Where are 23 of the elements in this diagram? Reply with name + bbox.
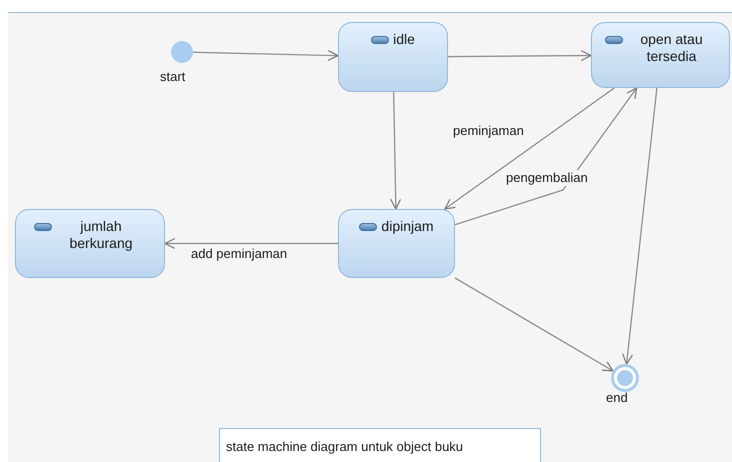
- state-name: open atau tersedia: [639, 31, 704, 65]
- state-box: [338, 22, 448, 92]
- state-name: dipinjam: [381, 218, 434, 235]
- transition-arrow: [164, 238, 338, 250]
- edge-label: pengembalian: [505, 170, 589, 186]
- transition-arrow: [448, 50, 592, 62]
- state-name: end: [606, 390, 628, 406]
- transition-arrow: [622, 88, 658, 365]
- state-name: idle: [393, 31, 415, 48]
- final-state: [614, 367, 636, 389]
- edge-label: peminjaman: [452, 123, 525, 139]
- state-name: start: [160, 69, 186, 85]
- transition-arrow: [454, 277, 614, 372]
- transition-arrow: [192, 50, 339, 62]
- edge-label: add peminjaman: [190, 246, 288, 262]
- state-box: [15, 209, 165, 278]
- transition-arrow: [444, 88, 615, 210]
- state-name: jumlah berkurang: [68, 218, 134, 252]
- caption: state machine diagram untuk object buku: [219, 428, 541, 462]
- state-box: [338, 209, 455, 278]
- state-box: [591, 22, 730, 88]
- transition-arrow: [390, 92, 402, 210]
- transition-arrow: [454, 87, 638, 226]
